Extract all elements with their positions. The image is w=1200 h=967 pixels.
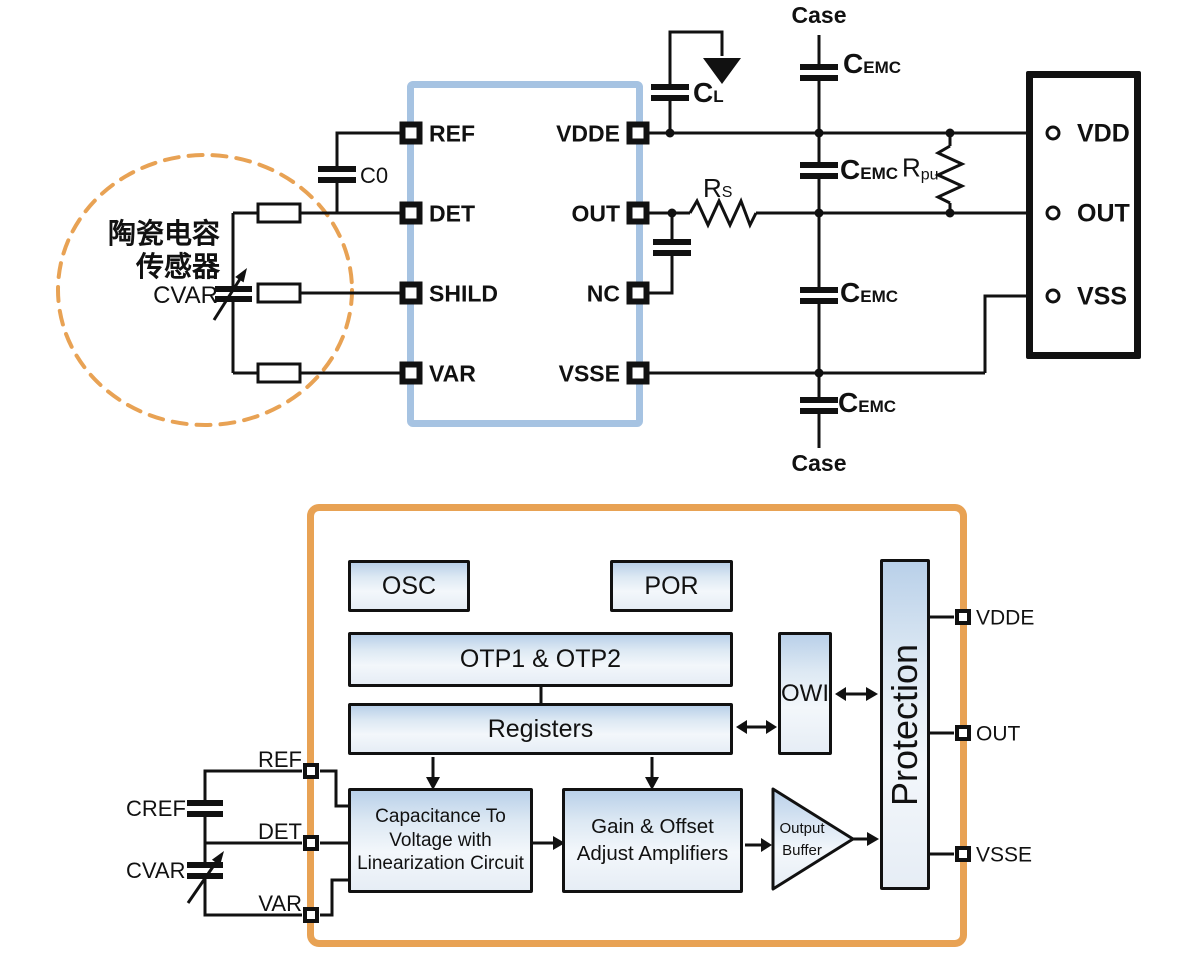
por-label: POR (644, 571, 699, 600)
owi-label: OWI (781, 679, 829, 707)
c0-capacitor (318, 166, 356, 172)
top-circuit-wires (212, 30, 1045, 448)
owi-block: OWI (778, 632, 832, 755)
c2v-block: Capacitance To Voltage with Linearizatio… (348, 788, 533, 893)
gain-offset-label: Gain & Offset Adjust Amplifiers (576, 814, 729, 865)
pin-shild-label: SHILD (429, 280, 498, 307)
block-diagram-wires (186, 615, 954, 917)
rs-label: RS (703, 173, 733, 203)
terminal-vss-label: VSS (1077, 282, 1128, 311)
por-block: POR (610, 560, 733, 612)
bd-pin-ref (303, 763, 319, 779)
asic-outline (407, 81, 643, 427)
top-arrowheads (235, 58, 955, 378)
terminal-vdd (1045, 125, 1061, 141)
sensor-label-line2: 传感器 (135, 251, 220, 283)
rs-resistor (688, 197, 758, 229)
sensor-electrodes (256, 202, 302, 384)
pin-out-label: OUT (571, 200, 620, 227)
case-top-label: Case (791, 2, 847, 28)
cref-capacitor (187, 800, 223, 806)
pin-det-label: DET (429, 200, 475, 227)
bd-pin-det (303, 835, 319, 851)
cemc4-label: CEMC (838, 387, 897, 418)
bd-pin-vdde (955, 609, 971, 625)
cvar-sensor-label: CVAR (153, 282, 218, 309)
case-bottom-label: Case (791, 450, 847, 476)
c0-label: C0 (360, 163, 389, 188)
pin-det (399, 201, 423, 225)
sensor-label-line1: 陶瓷电容 (107, 218, 220, 249)
bd-var-label: VAR (258, 891, 302, 916)
otp-block: OTP1 & OTP2 (348, 632, 733, 687)
cemc3-label: CEMC (840, 277, 899, 308)
cemc2-label: CEMC (840, 154, 899, 185)
bd-pin-var (303, 907, 319, 923)
top-capacitor-plates (215, 64, 838, 414)
pin-out (626, 201, 650, 225)
c2v-label: Capacitance To Voltage with Linearizatio… (357, 805, 524, 875)
registers-label: Registers (487, 714, 594, 743)
pin-var-label: VAR (429, 360, 476, 387)
bd-out-label: OUT (976, 722, 1021, 746)
terminal-out (1045, 205, 1061, 221)
pin-ref-label: REF (429, 120, 475, 147)
osc-label: OSC (381, 571, 437, 600)
osc-block: OSC (348, 560, 470, 612)
rpu-label: Rpu (902, 152, 939, 184)
cl-label: CL (693, 77, 724, 108)
electrode-var (256, 362, 302, 384)
case-arrow (703, 58, 741, 84)
bd-vsse-label: VSSE (976, 843, 1033, 867)
registers-block: Registers (348, 703, 733, 755)
sensor-label: 陶瓷电容 传感器 (70, 217, 220, 283)
protection-label: Protection (884, 643, 925, 806)
protection-block: Protection (880, 559, 930, 890)
pin-vsse (626, 361, 650, 385)
bd-ref-label: REF (258, 747, 302, 772)
terminal-vdd-label: VDD (1077, 119, 1130, 148)
gain-offset-block: Gain & Offset Adjust Amplifiers (562, 788, 743, 893)
electrode-shield (256, 282, 302, 304)
cvar-capacitor (187, 862, 223, 868)
cemc2-capacitor (800, 162, 838, 168)
cvar2-arrowhead (211, 851, 224, 866)
cemc4-capacitor (800, 397, 838, 403)
pin-nc (626, 281, 650, 305)
bd-pin-vsse (955, 846, 971, 862)
pin-var (399, 361, 423, 385)
bd-vdde-label: VDDE (976, 606, 1035, 630)
cvar-arrowhead (235, 268, 247, 283)
pin-nc-label: NC (586, 280, 620, 307)
bd-det-label: DET (258, 819, 302, 844)
pin-vsse-label: VSSE (558, 360, 620, 387)
pin-vdde-label: VDDE (556, 120, 620, 147)
cvar-label: CVAR (126, 858, 186, 883)
cvar-sensor-capacitor (215, 286, 252, 292)
otp-label: OTP1 & OTP2 (459, 645, 622, 673)
block-diagram-arrowheads (211, 687, 879, 866)
cl-capacitor (651, 84, 689, 90)
cemc1-label: CEMC (843, 48, 902, 79)
sensor-dashed-circle (56, 153, 354, 427)
cemc3-capacitor (800, 287, 838, 293)
output-buffer-triangle (771, 787, 855, 891)
pin-vdde (626, 121, 650, 145)
bottom-capacitor-plates (187, 800, 223, 879)
pin-shild (399, 281, 423, 305)
terminal-out-label: OUT (1077, 199, 1130, 228)
out-nc-capacitor (653, 239, 691, 245)
bd-pin-out (955, 725, 971, 741)
connector-box (1026, 71, 1141, 359)
cref-label: CREF (126, 796, 186, 821)
output-buffer-label: Output Buffer (779, 820, 825, 859)
cemc1-capacitor (800, 64, 838, 70)
rpu-resistor (934, 144, 966, 205)
electrode-det (256, 202, 302, 224)
pin-ref (399, 121, 423, 145)
terminal-vss (1045, 288, 1061, 304)
